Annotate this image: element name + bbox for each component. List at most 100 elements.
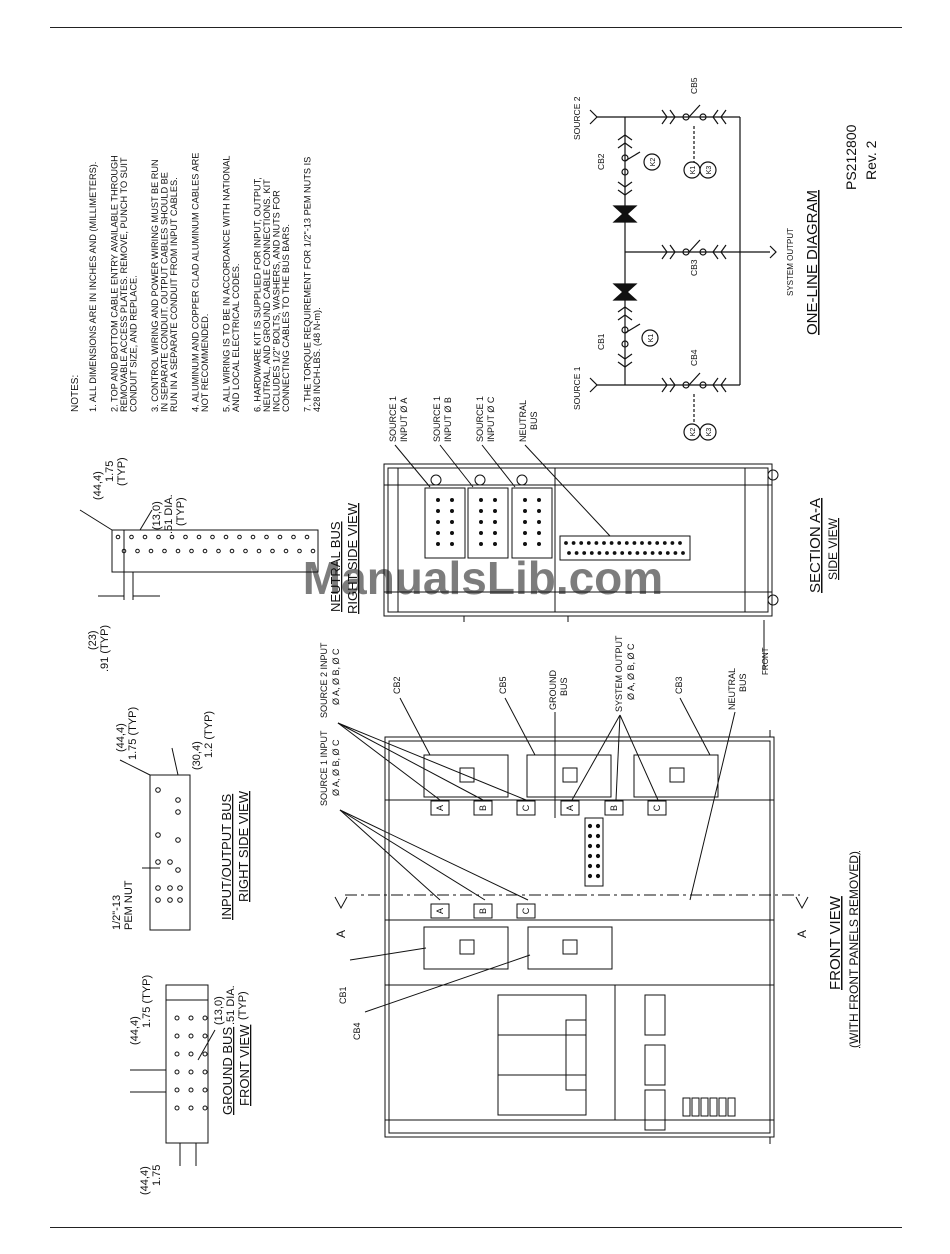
- nb-edge-in: .91 (TYP): [99, 625, 111, 672]
- gb-hole: [174, 1105, 180, 1111]
- fv-cb5: CB5: [498, 676, 508, 694]
- gb-pitch-mm: (44,4): [129, 1016, 141, 1045]
- phase-tag: C: [516, 903, 536, 919]
- sec-label-n1: NEUTRAL: [518, 400, 528, 442]
- cb3-symbol: [661, 239, 727, 260]
- cb2-label: CB2: [596, 153, 606, 170]
- phase-tag: B: [473, 800, 493, 816]
- sec-dot: [436, 520, 440, 524]
- vent-slot: [682, 1097, 691, 1117]
- sec-dot: [493, 542, 497, 546]
- fv-source2-l2: Ø A, Ø B, Ø C: [331, 648, 341, 705]
- nb-hole: [169, 534, 175, 540]
- sec-dot: [681, 551, 685, 555]
- gb-hole: [174, 1033, 180, 1039]
- fv-gb-dot: [595, 833, 601, 839]
- gb-hole: [174, 1087, 180, 1093]
- contact-k3-cb4: K3: [706, 428, 713, 437]
- sec-dot: [450, 520, 454, 524]
- phase-tag-box: [430, 903, 450, 919]
- nb-hole-dia: .51 DIA.: [163, 494, 175, 534]
- sec-dot: [594, 541, 599, 545]
- source2-label: SOURCE 2: [572, 96, 582, 140]
- contact-k2-top: K2: [650, 158, 657, 167]
- fv-gb-dot: [587, 873, 593, 879]
- fv-section-mark-left: A: [334, 930, 348, 938]
- sec-dot: [612, 551, 617, 555]
- phase-tag: B: [604, 800, 624, 816]
- gb-hole: [188, 1033, 194, 1039]
- nb-hole: [297, 548, 302, 554]
- io-hole: [175, 809, 181, 815]
- io-hole: [155, 787, 161, 793]
- notes-lines: 1. ALL DIMENSIONS ARE IN INCHES AND (MIL…: [88, 153, 322, 412]
- sec-dot: [523, 498, 527, 502]
- phase-tag-label: A: [435, 908, 445, 914]
- bottom-rule: [50, 1227, 902, 1228]
- sec-dot: [479, 498, 483, 502]
- note-1-line-1: 1. ALL DIMENSIONS ARE IN INCHES AND (MIL…: [88, 162, 98, 412]
- nb-hole: [129, 534, 134, 540]
- nb-hole: [148, 548, 154, 554]
- vent-slot: [709, 1097, 718, 1117]
- gb-hole: [188, 1051, 194, 1057]
- sec-label-c1: SOURCE 1: [475, 396, 485, 442]
- io-edge-in: 1.2 (TYP): [203, 711, 215, 758]
- fv-neutral-l2: BUS: [738, 673, 748, 692]
- section-bus-holes: [436, 498, 685, 555]
- panel-block: [644, 1089, 666, 1131]
- sec-dot: [493, 509, 497, 513]
- scr-symbol-bottom: [612, 283, 638, 301]
- sec-dot: [450, 542, 454, 546]
- nb-hole-mm: (13,0): [151, 501, 163, 530]
- front-ground-bus-holes: [587, 823, 601, 879]
- fv-source1-l1: SOURCE 1 INPUT: [319, 730, 329, 806]
- front-view-subtitle: (WITH FRONT PANELS REMOVED): [847, 851, 861, 1048]
- note-6-line-3: INCLUDES 1/2" BOLTS, WASHERS, AND NUTS F…: [272, 190, 282, 412]
- nb-hole: [277, 534, 283, 540]
- fv-gb-dot: [587, 863, 593, 869]
- nb-hole: [250, 534, 256, 540]
- note-4-line-2: NOT RECOMMENDED.: [200, 314, 210, 412]
- sec-label-a1: SOURCE 1: [388, 396, 398, 442]
- gb-hole: [188, 1087, 194, 1093]
- phase-tag-box: [473, 903, 493, 919]
- phase-tag: A: [430, 800, 450, 816]
- phase-tag: A: [430, 903, 450, 919]
- notes-block: NOTES: 1. ALL DIMENSIONS ARE IN INCHES A…: [70, 153, 322, 412]
- nb-hole: [183, 534, 188, 540]
- ground-bus-drawing: [130, 984, 216, 1166]
- nb-hole: [283, 548, 289, 554]
- note-2-line-2: REMOVABLE ACCESS PLATES. REMOVE, PUNCH T…: [119, 157, 129, 412]
- sec-dot: [643, 551, 647, 555]
- cb5-label: CB5: [689, 77, 699, 94]
- sec-label-a2: INPUT Ø A: [399, 398, 409, 442]
- sec-dot: [537, 498, 541, 502]
- sec-dot: [650, 551, 655, 555]
- fv-neutral-l1: NEUTRAL: [727, 668, 737, 710]
- io-hole: [155, 832, 161, 838]
- front-view-drawing: [334, 697, 809, 1144]
- sec-dot: [493, 498, 497, 502]
- nb-hole: [264, 534, 269, 540]
- sec-dot: [450, 509, 454, 513]
- vent-slot: [718, 1097, 727, 1117]
- vent-slot: [700, 1097, 709, 1117]
- fv-cb1: CB1: [338, 986, 348, 1004]
- note-6-line-4: CONNECTING CABLES TO THE BUS BARS.: [281, 224, 291, 412]
- sec-dot: [673, 551, 678, 555]
- watermark: ManualsLib.com: [303, 552, 663, 604]
- note-5-line-2: AND LOCAL ELECTRICAL CODES.: [231, 264, 241, 412]
- vent-slot: [727, 1097, 736, 1117]
- cb1-symbol: [617, 306, 641, 368]
- cb1-label: CB1: [596, 333, 606, 350]
- sec-dot: [609, 541, 614, 545]
- phase-tag-box: [430, 800, 450, 816]
- fv-gb-dot: [587, 843, 593, 849]
- one-line-title: ONE-LINE DIAGRAM: [804, 190, 821, 335]
- nb-hole: [135, 548, 140, 554]
- nb-subtitle: RIGHT SIDE VIEW: [345, 502, 360, 614]
- phase-tag: C: [647, 800, 667, 816]
